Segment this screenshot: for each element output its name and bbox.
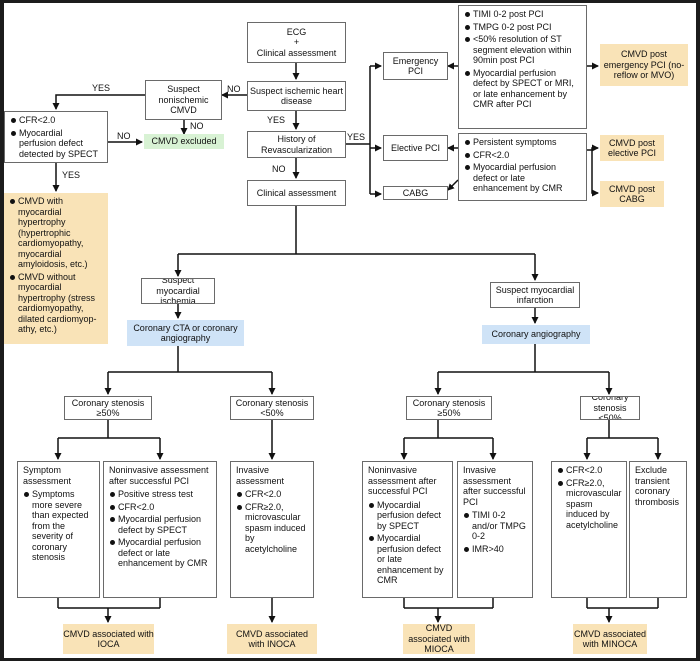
- noninvasive-mioca-item: Myocardial perfusion defect or late enha…: [369, 533, 447, 586]
- label-yes-nonischemic: YES: [92, 83, 111, 93]
- elective-pci-box: Elective PCI: [383, 135, 448, 161]
- cmvd-mioca-box: CMVD associated with MIOCA: [403, 624, 475, 654]
- clinical-assessment-box: Clinical assessment: [247, 180, 346, 206]
- cmvd-excluded-box: CMVD excluded: [144, 134, 224, 149]
- noninvasive-assessment-mioca-box: Noninvasive assessment after successful …: [362, 461, 453, 598]
- cmvd-minoca-box: CMVD associated with MINOCA: [573, 624, 647, 654]
- label-yes-ihd: YES: [267, 115, 286, 125]
- noninvasive-ioca-title: Noninvasive assessment after successful …: [109, 465, 209, 486]
- stenosis-ge50-left-box: Coronary stenosis ≥50%: [64, 396, 152, 420]
- noninvasive-ioca-item: CFR<2.0: [110, 502, 211, 513]
- noninvasive-ioca-item: Positive stress test: [110, 489, 211, 500]
- emergency-criterion-st: <50% resolution of ST segment elevation …: [465, 34, 581, 66]
- exclude-thrombosis-box: Exclude transient coronary thrombosis: [629, 461, 687, 598]
- cmvd-types-box: CMVD with myocardial hypertrophy (hypert…: [4, 193, 108, 344]
- spect-item: Myocardial perfusion defect detected by …: [11, 128, 102, 160]
- symptom-assessment-box: Symptom assessment Symptoms more severe …: [17, 461, 100, 598]
- noninvasive-mioca-item: Myocardial perfusion defect by SPECT: [369, 500, 447, 532]
- invasive-mioca-item: TIMI 0-2 and/or TMPG 0-2: [464, 510, 526, 541]
- cfr-item: CFR<2.0: [11, 115, 102, 126]
- noninvasive-mioca-title: Noninvasive assessment after successful …: [368, 465, 437, 496]
- minoca-assessment-box: CFR<2.0 CFR≥2.0, microvascular spasm ind…: [551, 461, 627, 598]
- stenosis-ge50-right-box: Coronary stenosis ≥50%: [406, 396, 492, 420]
- cmvd-hypertrophy-item: CMVD with myocardial hypertrophy (hypert…: [10, 196, 103, 270]
- emergency-criterion-tmpg: TMPG 0-2 post PCI: [465, 22, 581, 33]
- stenosis-lt50-right-box: Coronary stenosis <50%: [580, 396, 640, 420]
- stenosis-lt50-left-box: Coronary stenosis <50%: [230, 396, 314, 420]
- elective-criterion-cfr: CFR<2.0: [465, 150, 581, 161]
- suspect-ischemia-box: Suspect myocardial ischemia: [141, 278, 215, 304]
- noninvasive-ioca-item: Myocardial perfusion defect or late enha…: [110, 537, 211, 569]
- noninvasive-assessment-ioca-box: Noninvasive assessment after successful …: [103, 461, 217, 598]
- symptom-item: Symptoms more severe than expected from …: [24, 489, 94, 563]
- label-no-ihd: NO: [227, 84, 241, 94]
- cfr-spect-box: CFR<2.0 Myocardial perfusion defect dete…: [4, 111, 108, 163]
- cmvd-post-cabg-box: CMVD post CABG: [600, 181, 664, 207]
- invasive-assessment-mioca-box: Invasive assessment after successful PCI…: [457, 461, 533, 598]
- label-yes-history: YES: [347, 132, 366, 142]
- label-no-history: NO: [272, 164, 286, 174]
- cmvd-no-hypertrophy-item: CMVD without myocardial hypertrophy (str…: [10, 272, 103, 335]
- cmvd-post-elective-box: CMVD post elective PCI: [600, 135, 664, 161]
- noninvasive-ioca-item: Myocardial perfusion defect by SPECT: [110, 514, 211, 535]
- emergency-criteria-box: TIMI 0-2 post PCI TMPG 0-2 post PCI <50%…: [458, 5, 587, 129]
- cmvd-post-emergency-box: CMVD post emergency PCI (no-reflow or MV…: [600, 44, 688, 86]
- ecg-box: ECG + Clinical assessment: [247, 22, 346, 63]
- invasive-inoca-item: CFR≥2.0, microvascular spasm induced by …: [237, 502, 308, 555]
- suspect-infarction-box: Suspect myocardial infarction: [490, 282, 580, 308]
- minoca-item: CFR≥2.0, microvascular spasm induced by …: [558, 477, 622, 530]
- cmvd-ioca-box: CMVD associated with IOCA: [63, 624, 154, 654]
- invasive-inoca-item: CFR<2.0: [237, 489, 308, 500]
- elective-criterion-symptoms: Persistent symptoms: [465, 137, 581, 148]
- emergency-criterion-perfusion: Myocardial perfusion defect by SPECT or …: [465, 68, 581, 110]
- cabg-box: CABG: [383, 186, 448, 200]
- coronary-angiography-box: Coronary angiography: [482, 325, 590, 344]
- elective-criteria-box: Persistent symptoms CFR<2.0 Myocardial p…: [458, 133, 587, 201]
- invasive-inoca-title: Invasive assessment: [236, 465, 285, 486]
- invasive-assessment-inoca-box: Invasive assessment CFR<2.0 CFR≥2.0, mic…: [230, 461, 314, 598]
- invasive-mioca-item: IMR>40: [464, 544, 527, 555]
- label-no-cfr: NO: [117, 131, 131, 141]
- emergency-pci-box: Emergency PCI: [383, 52, 448, 80]
- invasive-mioca-title: Invasive assessment after successful PCI: [463, 465, 526, 507]
- history-revasc-box: History of Revascularization: [247, 131, 346, 158]
- label-no-nonischemic: NO: [190, 121, 204, 131]
- elective-criterion-perfusion: Myocardial perfusion defect or late enha…: [465, 162, 581, 194]
- suspect-nonischemic-box: Suspect nonischemic CMVD: [145, 80, 222, 120]
- symptom-assessment-title: Symptom assessment: [23, 465, 72, 486]
- suspect-ihd-box: Suspect ischemic heart disease: [247, 81, 346, 111]
- cmvd-inoca-box: CMVD associated with INOCA: [227, 624, 317, 654]
- label-yes-cfr: YES: [62, 170, 81, 180]
- emergency-criterion-timi: TIMI 0-2 post PCI: [465, 9, 581, 20]
- coronary-cta-box: Coronary CTA or coronary angiography: [127, 320, 244, 346]
- minoca-item: CFR<2.0: [558, 465, 621, 476]
